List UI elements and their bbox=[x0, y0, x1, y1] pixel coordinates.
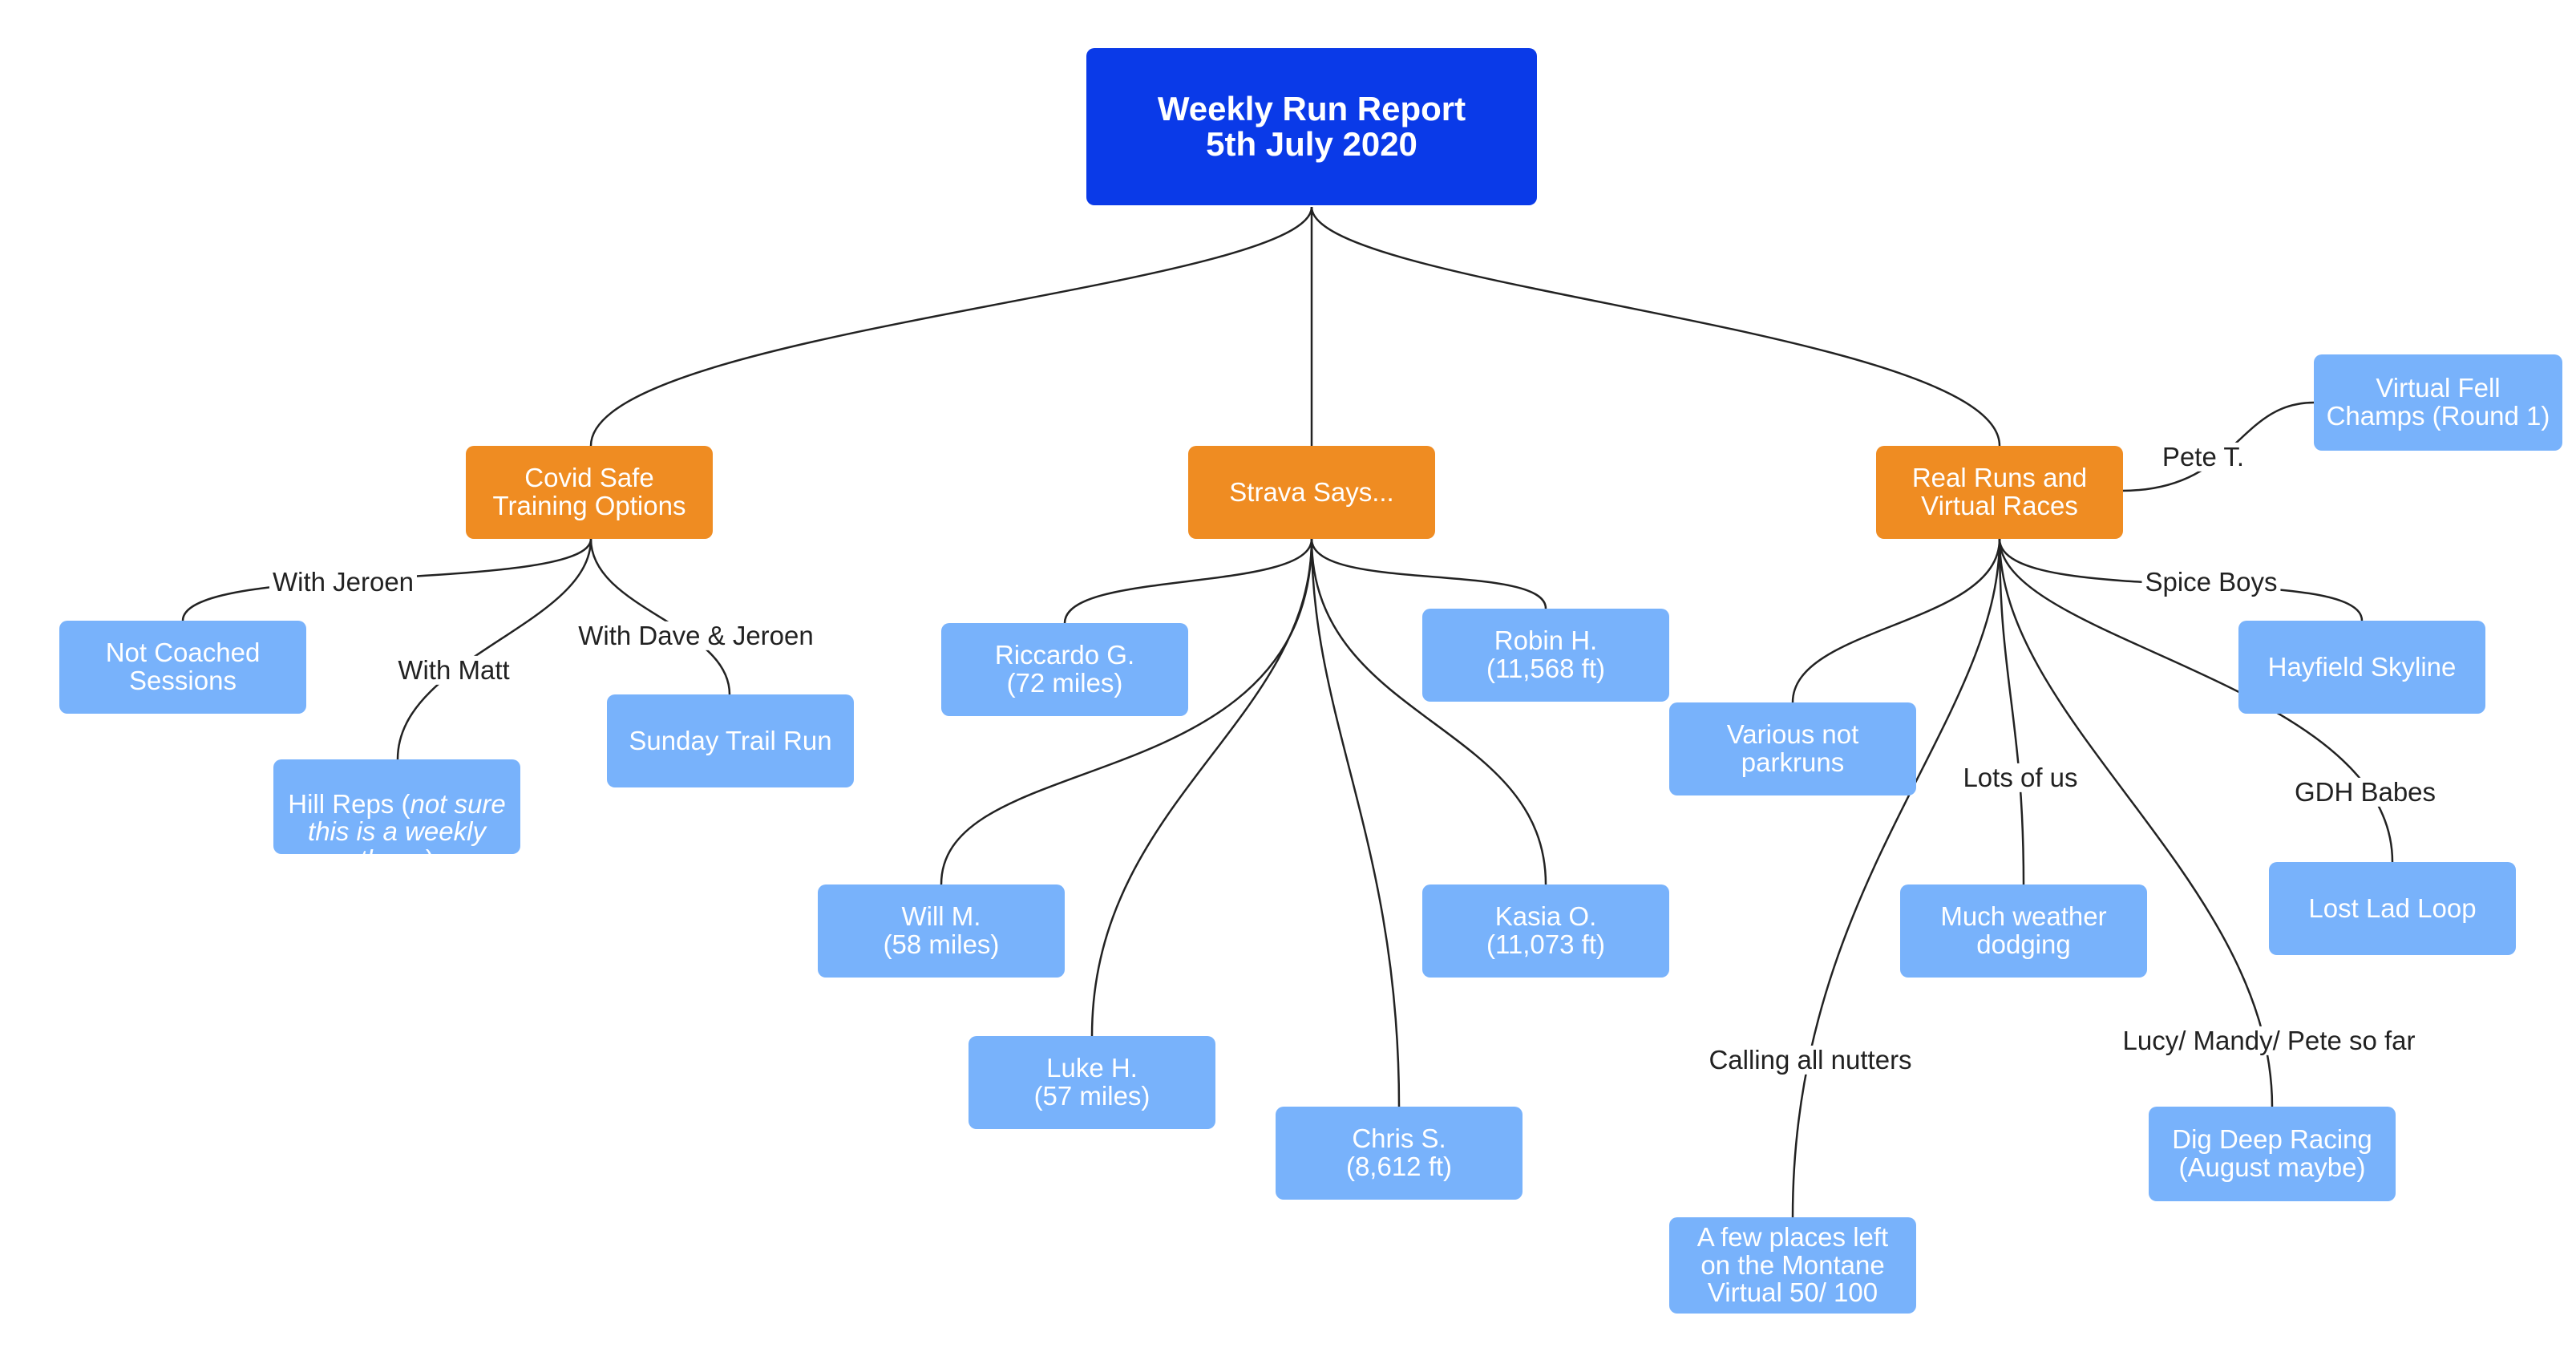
leaf-will[interactable]: Will M. (58 miles) bbox=[818, 884, 1065, 978]
leaf-chris[interactable]: Chris S. (8,612 ft) bbox=[1276, 1107, 1523, 1200]
edge-real-weather bbox=[1998, 538, 2025, 885]
leaf-robin[interactable]: Robin H. (11,568 ft) bbox=[1422, 609, 1669, 702]
leaf-various-not-parkruns[interactable]: Various not parkruns bbox=[1669, 702, 1916, 795]
root-title: Weekly Run Report bbox=[1157, 89, 1466, 128]
leaf-luke[interactable]: Luke H. (57 miles) bbox=[969, 1036, 1215, 1129]
leaf-lost-lad-loop[interactable]: Lost Lad Loop bbox=[2269, 862, 2516, 955]
leaf-hayfield-skyline[interactable]: Hayfield Skyline bbox=[2238, 621, 2485, 714]
edge-root-covid bbox=[589, 206, 1313, 447]
hill-reps-text: Hill Reps ( bbox=[288, 788, 410, 819]
leaf-virtual-fell-champs[interactable]: Virtual Fell Champs (Round 1) bbox=[2314, 354, 2562, 451]
root-date: 5th July 2020 bbox=[1206, 125, 1417, 163]
edge-covid-sunday bbox=[589, 538, 731, 695]
edge-real-parkruns bbox=[1791, 538, 2001, 703]
category-covid-safe-training[interactable]: Covid Safe Training Options bbox=[466, 446, 713, 539]
hill-reps-note: not sure this is a weekly thang bbox=[308, 788, 506, 874]
edge-label-gdh-babes: GDH Babes bbox=[2291, 777, 2440, 808]
leaf-riccardo[interactable]: Riccardo G. (72 miles) bbox=[941, 623, 1188, 716]
leaf-not-coached-sessions[interactable]: Not Coached Sessions bbox=[59, 621, 306, 714]
edge-label-with-dave-jeroen: With Dave & Jeroen bbox=[575, 621, 817, 651]
leaf-montane-virtual[interactable]: A few places left on the Montane Virtual… bbox=[1669, 1217, 1916, 1314]
category-strava-says[interactable]: Strava Says... bbox=[1188, 446, 1435, 539]
leaf-much-weather-dodging[interactable]: Much weather dodging bbox=[1900, 884, 2147, 978]
edge-strava-chris bbox=[1310, 538, 1401, 1107]
edge-label-pete-t: Pete T. bbox=[2158, 442, 2248, 472]
edge-label-with-matt: With Matt bbox=[394, 655, 513, 686]
edge-strava-riccardo bbox=[1063, 538, 1313, 624]
edge-real-montane bbox=[1791, 538, 2001, 1218]
edge-root-real bbox=[1310, 206, 2001, 447]
edge-label-with-jeroen: With Jeroen bbox=[269, 567, 418, 597]
edge-label-lucy-mandy-pete: Lucy/ Mandy/ Pete so far bbox=[2119, 1026, 2419, 1056]
edge-strava-robin bbox=[1310, 538, 1547, 609]
root-node[interactable]: Weekly Run Report 5th July 2020 bbox=[1086, 48, 1537, 205]
edge-label-calling-all-nutters: Calling all nutters bbox=[1705, 1045, 1915, 1075]
edge-covid-hillreps bbox=[396, 538, 592, 760]
leaf-dig-deep-racing[interactable]: Dig Deep Racing (August maybe) bbox=[2149, 1107, 2396, 1201]
edge-strava-kasia bbox=[1310, 538, 1547, 885]
edge-label-spice-boys: Spice Boys bbox=[2141, 567, 2281, 597]
edge-real-digdeep bbox=[1998, 538, 2274, 1107]
edge-strava-luke bbox=[1090, 538, 1313, 1037]
leaf-hill-reps[interactable]: Hill Reps (not sure this is a weekly tha… bbox=[273, 759, 520, 873]
category-real-runs-virtual-races[interactable]: Real Runs and Virtual Races bbox=[1876, 446, 2123, 539]
hill-reps-close: ) bbox=[425, 844, 435, 874]
leaf-kasia[interactable]: Kasia O. (11,073 ft) bbox=[1422, 884, 1669, 978]
leaf-sunday-trail-run[interactable]: Sunday Trail Run bbox=[607, 694, 854, 787]
edge-label-lots-of-us: Lots of us bbox=[1959, 763, 2081, 793]
